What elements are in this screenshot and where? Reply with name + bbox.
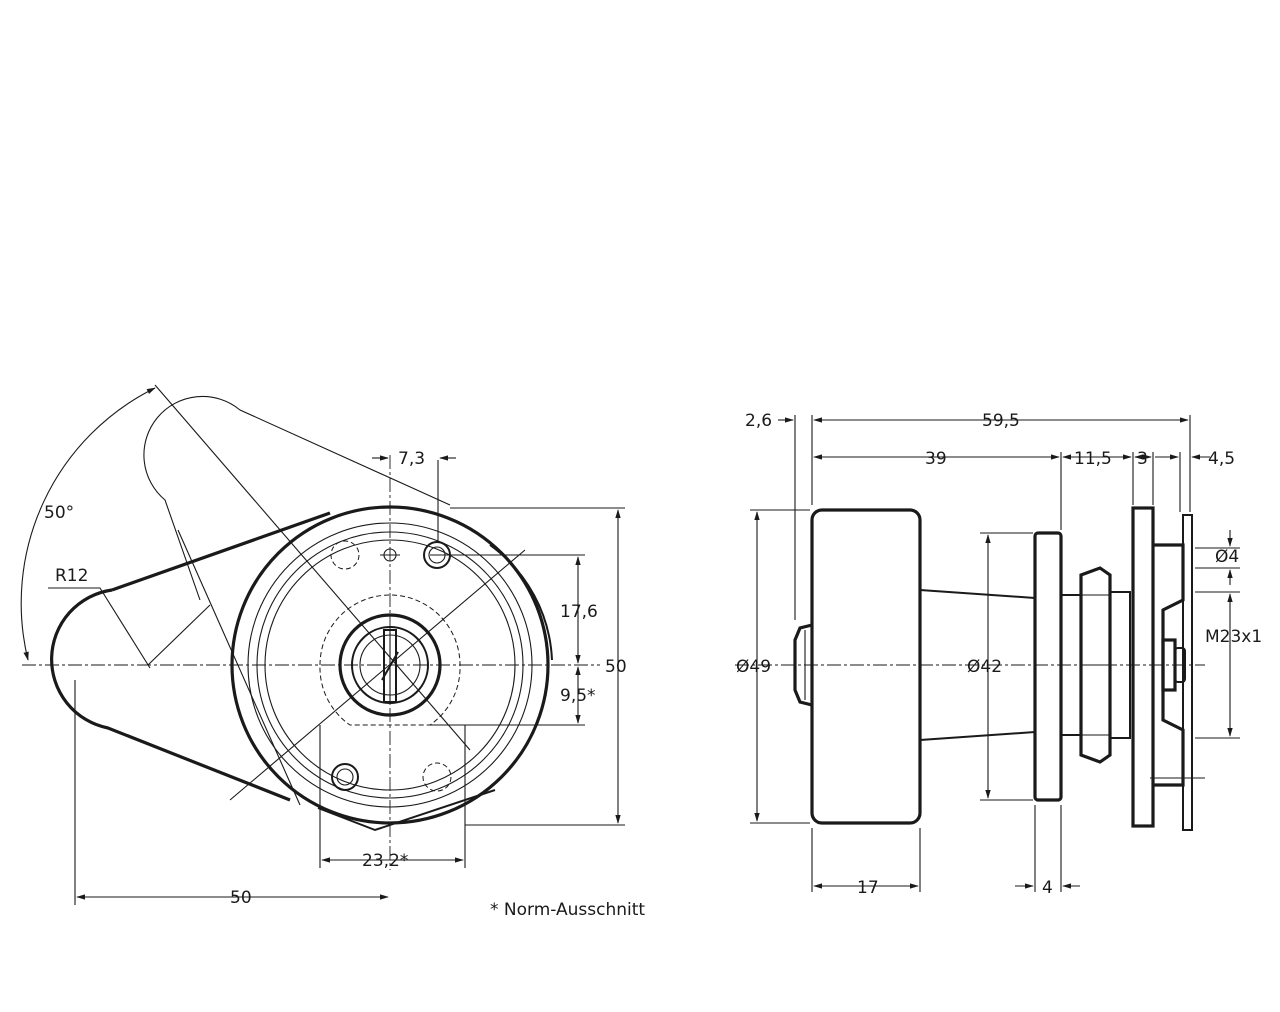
label-height-total: 50 bbox=[605, 657, 627, 677]
label-knob-width: 17 bbox=[857, 878, 879, 898]
cam-tip bbox=[317, 789, 496, 832]
label-overall-length: 50 bbox=[230, 888, 252, 908]
flange-disc bbox=[1033, 531, 1063, 802]
screw-holes bbox=[330, 540, 452, 792]
front-cap bbox=[793, 623, 813, 707]
diagonal-line-1 bbox=[154, 384, 471, 751]
label-cutout-width: 23,2* bbox=[362, 851, 408, 871]
angle-arc bbox=[20, 387, 156, 661]
housing-ring-3 bbox=[264, 539, 516, 791]
label-diameter-inner: Ø42 bbox=[967, 657, 1002, 677]
label-angle: 50° bbox=[44, 503, 74, 523]
lever-swung-edge bbox=[177, 529, 301, 806]
label-hole-diameter: Ø4 bbox=[1215, 547, 1239, 567]
radius-leader-end bbox=[147, 604, 211, 666]
label-overall-depth: 59,5 bbox=[982, 411, 1020, 431]
front-view: 50° R12 7,3 17,6 50 9,5* 23,2* 50 * Norm… bbox=[20, 384, 645, 920]
label-body-depth: 39 bbox=[925, 449, 947, 469]
taper-body bbox=[919, 589, 1036, 741]
label-cam: 4,5 bbox=[1208, 449, 1235, 469]
side-view: 2,6 59,5 39 11,5 3 4,5 Ø49 Ø42 Ø4 M23x1 … bbox=[735, 411, 1262, 898]
cam-plate bbox=[1182, 514, 1193, 831]
cutout-outline bbox=[319, 594, 461, 726]
housing-ring-2 bbox=[256, 531, 524, 799]
diagonal-line-2 bbox=[229, 549, 526, 801]
washer bbox=[1109, 591, 1131, 739]
footnote: * Norm-Ausschnitt bbox=[490, 900, 645, 920]
label-plate: 3 bbox=[1137, 449, 1148, 469]
housing-ring-1 bbox=[247, 522, 533, 808]
lever-outline bbox=[50, 511, 331, 802]
hex-nut bbox=[1079, 566, 1112, 764]
radius-leader bbox=[48, 587, 151, 669]
mounting-plate bbox=[1131, 506, 1155, 828]
label-height-upper: 17,6 bbox=[560, 602, 598, 622]
label-flange: 2,6 bbox=[745, 411, 772, 431]
housing-outer-circle bbox=[230, 505, 550, 825]
label-key-offset: 7,3 bbox=[398, 449, 425, 469]
label-height-lower: 9,5* bbox=[560, 686, 596, 706]
label-thread: M23x1 bbox=[1205, 627, 1262, 647]
label-radius: R12 bbox=[55, 566, 88, 586]
keyway-cross bbox=[381, 651, 399, 681]
knob-body bbox=[810, 508, 922, 825]
label-flange-thickness: 4 bbox=[1042, 878, 1053, 898]
cylinder-outer bbox=[338, 613, 442, 717]
label-thread-length: 11,5 bbox=[1074, 449, 1112, 469]
label-diameter-outer: Ø49 bbox=[736, 657, 771, 677]
